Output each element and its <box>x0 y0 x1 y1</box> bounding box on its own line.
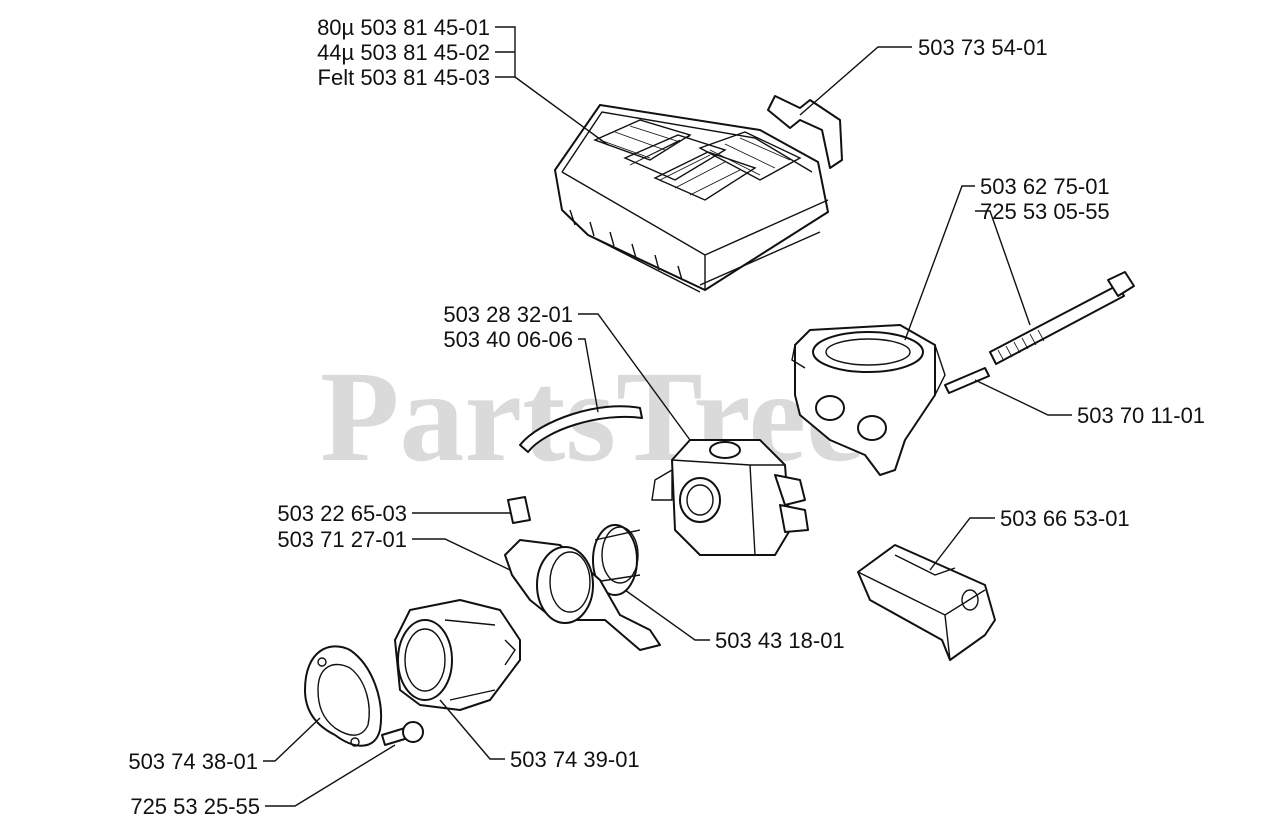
label-rubber-ring[interactable]: 503 43 18-01 <box>715 628 845 653</box>
intake-elbow-part[interactable] <box>791 324 946 476</box>
leader-lines <box>263 26 1072 807</box>
label-air-filter-80[interactable]: 80µ 503 81 45-01 <box>317 15 490 40</box>
label-bracket-top[interactable]: 503 73 54-01 <box>918 35 1048 60</box>
gasket-part[interactable] <box>304 645 382 747</box>
rubber-ring-part[interactable] <box>592 524 641 596</box>
clip-part[interactable] <box>507 496 531 524</box>
throttle-link-part[interactable] <box>857 544 996 661</box>
impulse-hose-part[interactable] <box>519 405 643 453</box>
carburetor-part[interactable] <box>651 439 809 556</box>
label-boot[interactable]: 503 74 39-01 <box>510 747 640 772</box>
label-impulse-hose[interactable]: 503 40 06-06 <box>443 327 573 352</box>
long-bolt-part[interactable] <box>989 271 1135 365</box>
label-fuel-line[interactable]: 503 28 32-01 <box>443 302 573 327</box>
air-filter-part[interactable] <box>554 104 829 293</box>
part-labels: 80µ 503 81 45-01 44µ 503 81 45-02 Felt 5… <box>128 15 1205 819</box>
label-long-bolt[interactable]: 725 53 05-55 <box>980 199 1110 224</box>
label-screw[interactable]: 725 53 25-55 <box>130 794 260 819</box>
label-flange[interactable]: 503 71 27-01 <box>277 527 407 552</box>
screw-part[interactable] <box>381 721 424 746</box>
label-gasket[interactable]: 503 74 38-01 <box>128 749 258 774</box>
intake-boot-part[interactable] <box>394 599 521 711</box>
label-clip[interactable]: 503 22 65-03 <box>277 501 407 526</box>
label-air-filter-felt[interactable]: Felt 503 81 45-03 <box>318 65 490 90</box>
sleeve-pin-part[interactable] <box>944 367 990 394</box>
label-sleeve-pin[interactable]: 503 70 11-01 <box>1077 403 1205 428</box>
flange-part[interactable] <box>504 539 661 651</box>
label-air-filter-44[interactable]: 44µ 503 81 45-02 <box>317 40 490 65</box>
bracket-top-part[interactable] <box>767 95 843 169</box>
label-throttle-link[interactable]: 503 66 53-01 <box>1000 506 1130 531</box>
label-intake-elbow[interactable]: 503 62 75-01 <box>980 174 1110 199</box>
